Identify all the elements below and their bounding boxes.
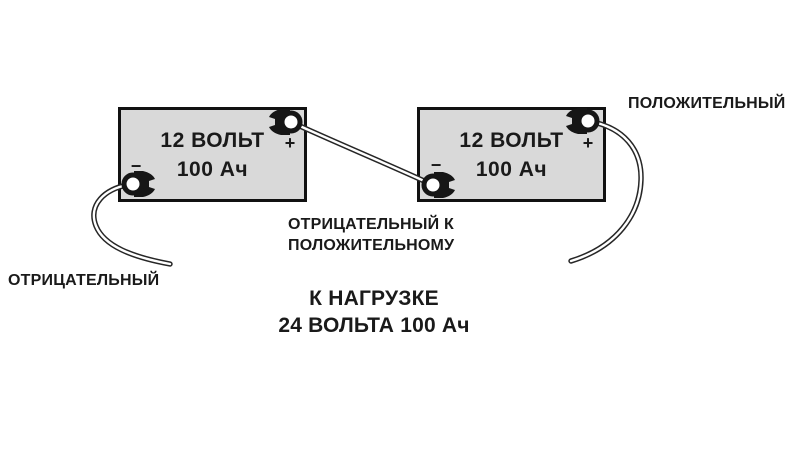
load-output-label: К НАГРУЗКЕ 24 ВОЛЬТА 100 Ач <box>248 285 500 339</box>
battery-2-negative-clamp-icon <box>421 172 455 198</box>
battery-1-plus-sign: + <box>284 133 296 153</box>
wire-negative-lead-core <box>92 182 172 266</box>
battery-1-voltage-label: 12 ВОЛЬТ <box>160 128 265 152</box>
clamp-ring <box>421 173 445 197</box>
wire-positive-lead-core <box>569 119 643 263</box>
battery-2-minus-sign: − <box>430 155 442 175</box>
battery-1-capacity-label: 100 Ач <box>176 157 249 181</box>
battery-1-minus-sign: − <box>130 156 142 176</box>
series-link-label: ОТРИЦАТЕЛЬНЫЙ К ПОЛОЖИТЕЛЬНОМУ <box>288 214 454 256</box>
load-output-label-line1: К НАГРУЗКЕ <box>309 287 439 310</box>
battery-2-plus-sign: + <box>582 133 594 153</box>
clamp-ring <box>121 172 145 196</box>
negative-terminal-label: ОТРИЦАТЕЛЬНЫЙ <box>8 272 160 289</box>
wire-negative-lead <box>91 181 173 267</box>
battery-2-capacity-label: 100 Ач <box>475 157 548 181</box>
load-output-label-line2: 24 ВОЛЬТА 100 Ач <box>278 314 470 337</box>
battery-1-positive-clamp-icon <box>269 109 303 135</box>
battery-2-voltage-label: 12 ВОЛЬТ <box>459 128 564 152</box>
series-link-label-line1: ОТРИЦАТЕЛЬНЫЙ К <box>288 216 454 233</box>
wire-series-link <box>288 119 436 188</box>
clamp-ring <box>576 109 600 133</box>
wire-positive-lead <box>568 118 644 264</box>
battery-1-negative-clamp-icon <box>121 171 155 197</box>
positive-terminal-label: ПОЛОЖИТЕЛЬНЫЙ <box>628 95 786 112</box>
clamp-ring <box>279 110 303 134</box>
wire-negative-lead-outline <box>91 181 173 267</box>
wire-series-link-core <box>289 120 435 187</box>
battery-2-positive-clamp-icon <box>566 108 600 134</box>
wire-positive-lead-outline <box>568 118 644 264</box>
series-link-label-line2: ПОЛОЖИТЕЛЬНОМУ <box>288 237 455 254</box>
